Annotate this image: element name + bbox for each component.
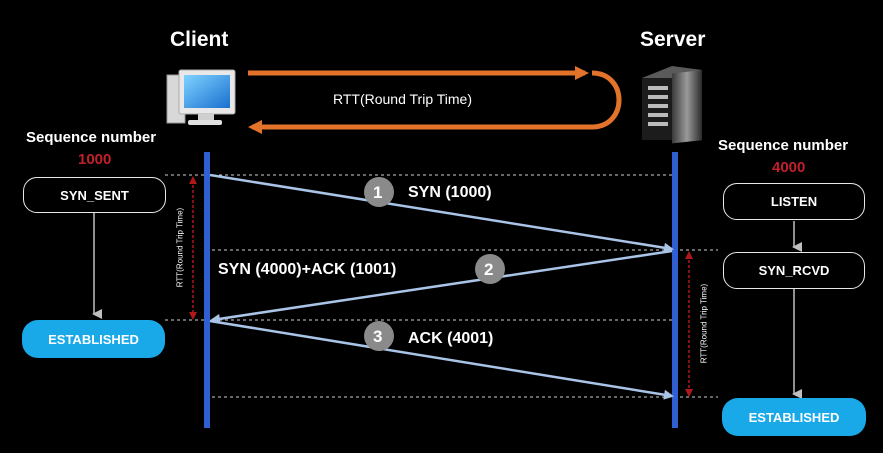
state-server-established: ESTABLISHED bbox=[722, 398, 866, 436]
server-rtt-side-label: RTT(Round Trip Time) bbox=[699, 283, 709, 364]
server-seq-value: 4000 bbox=[772, 159, 806, 176]
step-badge-3 bbox=[364, 321, 394, 351]
step-badge-2 bbox=[475, 254, 505, 284]
syn-label: SYN (1000) bbox=[408, 184, 492, 201]
server-icon bbox=[642, 66, 702, 144]
client-seq-label: Sequence number bbox=[26, 129, 157, 146]
ack-arrow bbox=[209, 319, 674, 400]
dashed-guides bbox=[165, 174, 718, 398]
client-rtt-bracket bbox=[189, 176, 197, 320]
rtt-round-trip-arrow bbox=[248, 66, 622, 134]
client-computer-icon bbox=[166, 69, 236, 125]
syn-ack-label: SYN (4000)+ACK (1001) bbox=[218, 261, 397, 278]
client-rtt-side-label: RTT(Round Trip Time) bbox=[175, 207, 185, 288]
server-title: Server bbox=[640, 28, 706, 51]
client-title: Client bbox=[170, 28, 229, 51]
state-syn-sent: SYN_SENT bbox=[23, 177, 166, 213]
server-rtt-bracket bbox=[685, 251, 693, 397]
client-seq-value: 1000 bbox=[78, 151, 112, 168]
state-listen: LISTEN bbox=[723, 183, 865, 220]
server-seq-label: Sequence number bbox=[718, 137, 849, 154]
rtt-top-label: RTT(Round Trip Time) bbox=[333, 91, 472, 107]
client-timeline bbox=[204, 152, 210, 428]
state-syn-rcvd: SYN_RCVD bbox=[723, 252, 865, 289]
state-client-established: ESTABLISHED bbox=[22, 320, 165, 358]
syn-arrow bbox=[209, 173, 674, 253]
step-number-2: 2 bbox=[484, 260, 494, 279]
step-number-1: 1 bbox=[373, 183, 383, 202]
ack-label: ACK (4001) bbox=[408, 330, 494, 347]
syn-ack-arrow bbox=[210, 249, 673, 324]
server-timeline bbox=[672, 152, 678, 428]
step-number-3: 3 bbox=[373, 327, 383, 346]
step-badge-1 bbox=[364, 177, 394, 207]
